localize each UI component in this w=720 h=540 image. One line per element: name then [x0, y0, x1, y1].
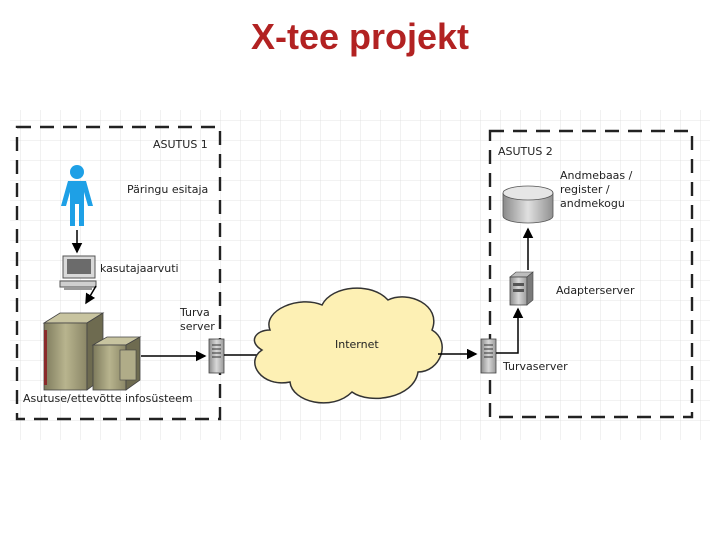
database-icon	[502, 185, 554, 224]
person-icon	[61, 165, 93, 226]
internet-label: Internet	[335, 338, 379, 351]
database-label-line2: register /	[560, 183, 610, 196]
security-server1-label-line2: server	[180, 320, 215, 333]
computer-icon	[59, 255, 97, 290]
security-server2-label: Turvaserver	[502, 360, 568, 373]
database-label-line3: andmekogu	[560, 197, 625, 210]
arrow-security-server2-to-adapter	[496, 307, 524, 354]
requester-label: Päringu esitaja	[127, 183, 208, 196]
mainframe-icon	[42, 312, 142, 391]
user-computer-label: kasutajaarvuti	[100, 262, 179, 275]
asutus2-boundary	[488, 129, 694, 419]
security-server1-icon	[208, 338, 225, 374]
security-server1-label-line1: Turva	[179, 306, 210, 319]
security-server2-icon	[480, 338, 497, 374]
asutus2-label: ASUTUS 2	[498, 145, 553, 158]
asutus1-boundary	[15, 125, 222, 421]
arrow-computer-to-infosystem	[85, 285, 97, 305]
asutus1-label: ASUTUS 1	[153, 138, 208, 151]
adapter-server-label: Adapterserver	[556, 284, 635, 297]
database-label-line1: Andmebaas /	[560, 169, 633, 182]
slide-title: X-tee projekt	[250, 16, 470, 57]
internet-cloud	[253, 287, 443, 404]
infosystem-label: Asutuse/ettevõtte infosüsteem	[23, 392, 193, 405]
adapter-server-icon	[509, 271, 534, 306]
